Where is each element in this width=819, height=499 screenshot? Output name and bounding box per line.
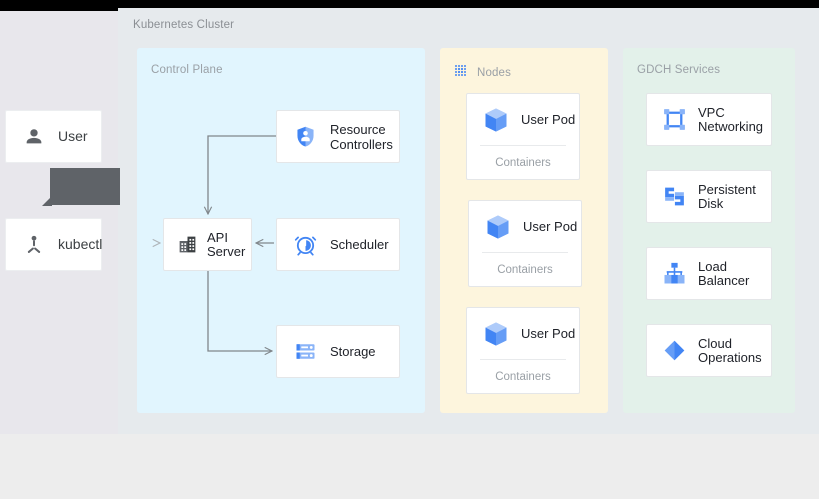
shield-person-icon: [294, 125, 317, 148]
cube-icon: [482, 320, 510, 348]
cloud-operations-icon: [662, 338, 687, 363]
kubectl-icon: [23, 234, 45, 256]
card-user[interactable]: User: [5, 110, 102, 163]
card-cloud-operations[interactable]: Cloud Operations: [646, 324, 772, 377]
card-scheduler-label: Scheduler: [330, 237, 389, 252]
nodes-label: Nodes: [477, 66, 511, 79]
card-api-server[interactable]: API Server: [163, 218, 252, 271]
card-api-server-label: API Server: [207, 229, 246, 259]
card-scheduler[interactable]: Scheduler: [276, 218, 400, 271]
card-user-pod[interactable]: User Pod Containers: [468, 200, 582, 287]
card-persistent-disk-label: Persistent Disk: [698, 181, 756, 211]
card-cloud-operations-label: Cloud Operations: [698, 335, 762, 365]
card-storage[interactable]: Storage: [276, 325, 400, 378]
pod-label: User Pod: [521, 326, 576, 341]
gdch-services-label: GDCH Services: [637, 64, 721, 76]
pod-header: User Pod: [467, 308, 579, 359]
persistent-disk-icon: [662, 184, 687, 209]
cluster-title: Kubernetes Cluster: [133, 19, 235, 31]
card-load-balancer[interactable]: Load Balancer: [646, 247, 772, 300]
card-resource-controllers-label: Resource Controllers: [330, 121, 393, 152]
load-balancer-icon: [662, 261, 687, 286]
control-plane-label: Control Plane: [151, 64, 223, 76]
page-background-bottom: [0, 434, 819, 499]
gdch-services-title: GDCH Services: [637, 64, 720, 76]
pod-label: User Pod: [521, 112, 576, 127]
card-user-pod[interactable]: User Pod Containers: [466, 307, 580, 394]
window-chrome-top: [118, 0, 819, 8]
pod-containers-label: Containers: [495, 370, 551, 383]
card-storage-label: Storage: [330, 344, 376, 359]
card-vpc-networking-label: VPC Networking: [698, 104, 764, 134]
card-user-label: User: [58, 128, 88, 144]
nodes-title: Nodes: [454, 64, 511, 81]
card-vpc-networking[interactable]: VPC Networking: [646, 93, 772, 146]
tooltip-arrow: [42, 196, 52, 206]
cube-icon: [484, 213, 512, 241]
api-server-icon: [177, 234, 198, 255]
tooltip-popover: [42, 168, 120, 206]
vpc-networking-icon: [662, 107, 687, 132]
cube-icon: [482, 106, 510, 134]
storage-icon: [294, 340, 317, 363]
card-persistent-disk[interactable]: Persistent Disk: [646, 170, 772, 223]
person-icon: [23, 126, 45, 148]
pod-header: User Pod: [467, 94, 579, 145]
pod-divider: [480, 145, 566, 146]
pod-header: User Pod: [469, 201, 581, 252]
card-user-pod[interactable]: User Pod Containers: [466, 93, 580, 180]
card-resource-controllers[interactable]: Resource Controllers: [276, 110, 400, 163]
window-chrome-left: [0, 0, 118, 11]
card-kubectl-label: kubectl: [58, 236, 103, 252]
pod-containers-label: Containers: [495, 156, 551, 169]
control-plane-title: Control Plane: [151, 64, 223, 76]
alarm-clock-icon: [294, 233, 317, 256]
pod-containers-label: Containers: [497, 263, 553, 276]
pod-divider: [480, 359, 566, 360]
card-load-balancer-label: Load Balancer: [698, 258, 750, 288]
pod-label: User Pod: [523, 219, 578, 234]
card-kubectl[interactable]: kubectl: [5, 218, 102, 271]
nodes-grid-icon: [454, 64, 468, 81]
pod-divider: [482, 252, 568, 253]
